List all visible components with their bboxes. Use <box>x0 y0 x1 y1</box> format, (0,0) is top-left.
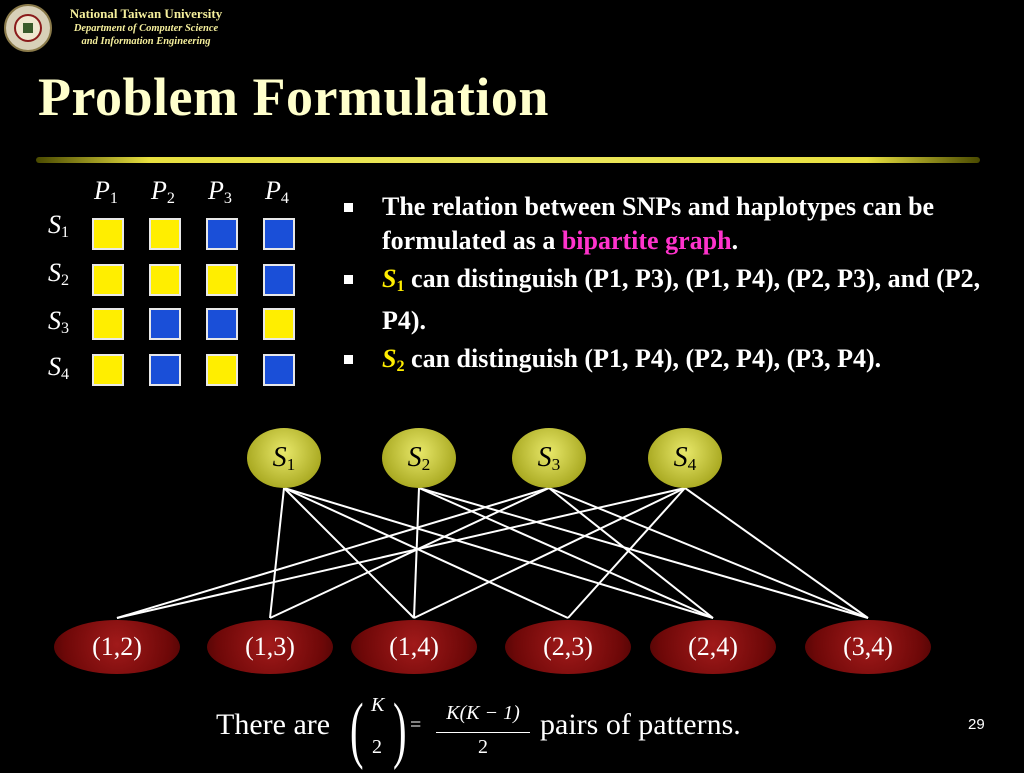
edge-S2-(2,4) <box>418 487 714 619</box>
fraction-bar <box>436 732 530 733</box>
matrix-cell-yellow <box>92 264 124 296</box>
bullet-item: The relation between SNPs and haplotypes… <box>340 190 1010 258</box>
row-header-s4: S4 <box>48 352 70 383</box>
matrix-cell-yellow <box>206 264 238 296</box>
column-header-p4: P4 <box>265 176 289 207</box>
university-name: National Taiwan University <box>69 6 223 21</box>
matrix-cell-blue <box>149 308 181 340</box>
column-header-p3: P3 <box>208 176 232 207</box>
fraction-numerator: K(K − 1) <box>446 702 520 724</box>
bullet-list: The relation between SNPs and haplotypes… <box>340 190 1010 388</box>
row-header-s2: S2 <box>48 258 70 289</box>
bullet-square-icon <box>344 355 353 364</box>
matrix-cell-blue <box>206 308 238 340</box>
s2-distinguish-text: can distinguish (P1, P4), (P2, P4), (P3,… <box>404 344 882 373</box>
pair-node-3-4: (3,4) <box>805 620 931 674</box>
edge-S3-(2,4) <box>548 487 714 619</box>
binomial-left-paren: ( <box>350 689 364 771</box>
bipartite-graph-highlight: bipartite graph <box>561 226 732 255</box>
title-underline <box>36 157 980 163</box>
row-header-s3: S3 <box>48 306 70 337</box>
snp-node-s3: S3 <box>512 428 586 488</box>
pair-node-2-4: (2,4) <box>650 620 776 674</box>
edge-S3-(3,4) <box>548 487 869 619</box>
bullet-item: S1 can distinguish (P1, P3), (P1, P4), (… <box>340 262 1010 338</box>
edge-S1-(2,3) <box>283 487 569 619</box>
snp-node-s4: S4 <box>648 428 722 488</box>
matrix-cell-blue <box>263 354 295 386</box>
pair-node-1-2: (1,2) <box>54 620 180 674</box>
bullet-square-icon <box>344 275 353 284</box>
formula-prefix: There are <box>216 708 331 741</box>
slide-title: Problem Formulation <box>38 67 549 127</box>
ntu-logo <box>4 4 52 52</box>
edge-S1-(2,4) <box>283 487 714 619</box>
column-header-p2: P2 <box>151 176 175 207</box>
bullet-square-icon <box>344 203 353 212</box>
page-number: 29 <box>968 716 985 733</box>
edge-S2-(1,4) <box>413 487 420 619</box>
snp-node-s1: S1 <box>247 428 321 488</box>
pair-node-1-4: (1,4) <box>351 620 477 674</box>
binomial-top: K <box>371 694 385 716</box>
edge-S3-(1,2) <box>116 487 550 619</box>
edge-S1-(1,4) <box>283 487 415 619</box>
matrix-cell-blue <box>263 218 295 250</box>
snp-node-s2: S2 <box>382 428 456 488</box>
department-name: Department of Computer Science and Infor… <box>73 23 219 47</box>
fraction-denominator: 2 <box>478 736 488 758</box>
matrix-cell-yellow <box>149 264 181 296</box>
matrix-cell-blue <box>206 218 238 250</box>
bullet-item: S2 can distinguish (P1, P4), (P2, P4), (… <box>340 342 1010 384</box>
matrix-cell-blue <box>149 354 181 386</box>
matrix-cell-yellow <box>92 354 124 386</box>
matrix-cell-yellow <box>263 308 295 340</box>
edge-S4-(2,3) <box>567 487 686 619</box>
binomial-right-paren: ) <box>393 689 407 771</box>
matrix-cell-yellow <box>92 308 124 340</box>
matrix-cell-yellow <box>92 218 124 250</box>
edge-S4-(1,4) <box>413 487 686 619</box>
edge-S4-(3,4) <box>684 487 869 619</box>
edge-S3-(1,3) <box>269 487 550 619</box>
formula-suffix: pairs of patterns. <box>540 708 741 741</box>
matrix-cell-yellow <box>149 218 181 250</box>
pair-node-2-3: (2,3) <box>505 620 631 674</box>
s1-distinguish-text: can distinguish (P1, P3), (P1, P4), (P2,… <box>382 264 981 335</box>
row-header-s1: S1 <box>48 210 70 241</box>
column-header-p1: P1 <box>94 176 118 207</box>
edge-S4-(1,2) <box>116 487 686 619</box>
binomial-bottom: 2 <box>372 736 382 758</box>
edge-S2-(3,4) <box>418 487 869 619</box>
matrix-cell-blue <box>263 264 295 296</box>
equals-sign: = <box>410 714 422 736</box>
edge-S1-(1,3) <box>269 487 285 619</box>
matrix-cell-yellow <box>206 354 238 386</box>
pair-node-1-3: (1,3) <box>207 620 333 674</box>
